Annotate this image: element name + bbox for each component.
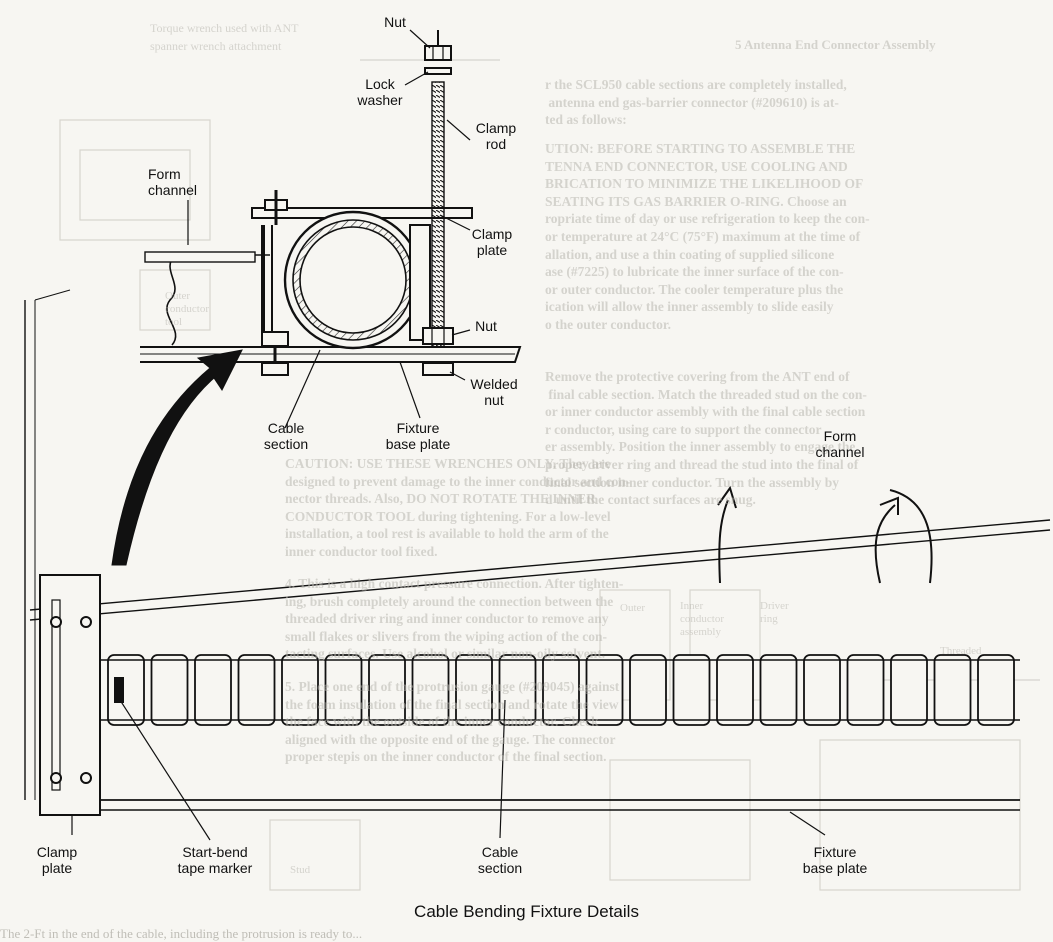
bleed-paragraph-4: 4. This is a high contact pressure conne…: [285, 576, 624, 662]
cable-corrugation: [194, 654, 232, 726]
label-form-channel-top: Form channel: [148, 166, 198, 198]
label-start-bend-tape-marker: Start-bend tape marker: [177, 844, 253, 876]
label-cable-section-top: Cable section: [263, 420, 309, 452]
bleed-paragraph-5: 5. Place one end of the protrusion gauge…: [285, 679, 620, 765]
cable-corrugation: [716, 654, 754, 726]
label-clamp-plate-bottom: Clamp plate: [36, 844, 78, 876]
cable-corrugation: [672, 654, 711, 726]
label-nut-top: Nut: [384, 14, 406, 30]
bleed-outer: Outer: [620, 602, 646, 614]
cable-corrugation: [585, 654, 624, 726]
left-clamp-plate: [39, 574, 101, 816]
cable-corrugation: [759, 654, 798, 726]
bottom-leader-lines: [71, 699, 826, 841]
cable-corrugation: [324, 654, 363, 726]
cable-corrugation: [542, 654, 580, 726]
cable-corrugation: [890, 654, 928, 726]
cable-corrugation: [803, 654, 841, 726]
cable-corrugation: [411, 654, 450, 726]
bleed-outer-tool: Outer conductor tool: [165, 290, 209, 328]
label-clamp-rod: Clamp rod: [475, 120, 517, 152]
cable-corrugation: [498, 654, 537, 726]
bleed-paragraph-2: Remove the protective covering from the …: [545, 369, 867, 508]
cable-corrugation: [455, 654, 493, 726]
bleed-torque-note: Torque wrench used with ANT spanner wren…: [150, 21, 299, 53]
corrugated-cable: [100, 654, 1020, 726]
label-lock-washer: Lock washer: [357, 76, 403, 108]
bleed-bottom-line: The 2-Ft in the end of the cable, includ…: [0, 926, 363, 941]
label-fixture-base-plate-bottom: Fixture base plate: [802, 844, 868, 876]
bleed-paragraph-1: r the SCL950 cable sections are complete…: [545, 77, 847, 128]
top-leader-lines: [187, 29, 471, 429]
cable-corrugation: [933, 654, 972, 726]
label-fixture-base-plate-top: Fixture base plate: [385, 420, 451, 452]
cable-corrugation: [150, 654, 189, 726]
figure-caption: Cable Bending Fixture Details: [414, 902, 639, 921]
label-form-channel-right: Form channel: [815, 428, 865, 460]
bleed-caution-2: CAUTION: USE THESE WRENCHES ONLY. They a…: [285, 456, 631, 559]
cable-corrugation: [629, 654, 667, 726]
bleed-driver-ring: Driver ring: [760, 600, 789, 625]
bleed-caution: UTION: BEFORE STARTING TO ASSEMBLE THE T…: [545, 141, 870, 332]
label-nut-mid: Nut: [475, 318, 497, 334]
label-welded-nut: Welded nut: [470, 376, 518, 408]
label-clamp-plate-top: Clamp plate: [471, 226, 513, 258]
cable-corrugation: [281, 654, 319, 726]
start-bend-tape-marker: [114, 677, 124, 703]
label-cable-section-bottom: Cable section: [477, 844, 523, 876]
cable-corrugation: [977, 654, 1015, 726]
bleed-threaded: Threaded: [940, 645, 982, 657]
fixture-assembly: [24, 289, 1051, 811]
form-channel-arrows: [717, 485, 933, 584]
bleed-inner-assembly: Inner conductor assembly: [680, 600, 724, 638]
bleed-heading: 5 Antenna End Connector Assembly: [735, 37, 936, 52]
detail-callout-arrow: [111, 349, 243, 566]
cable-corrugation: [107, 654, 145, 726]
cable-corrugation: [846, 654, 885, 726]
cable-corrugation: [237, 654, 276, 726]
bleed-stud: Stud: [290, 864, 311, 876]
cable-corrugation: [368, 654, 406, 726]
